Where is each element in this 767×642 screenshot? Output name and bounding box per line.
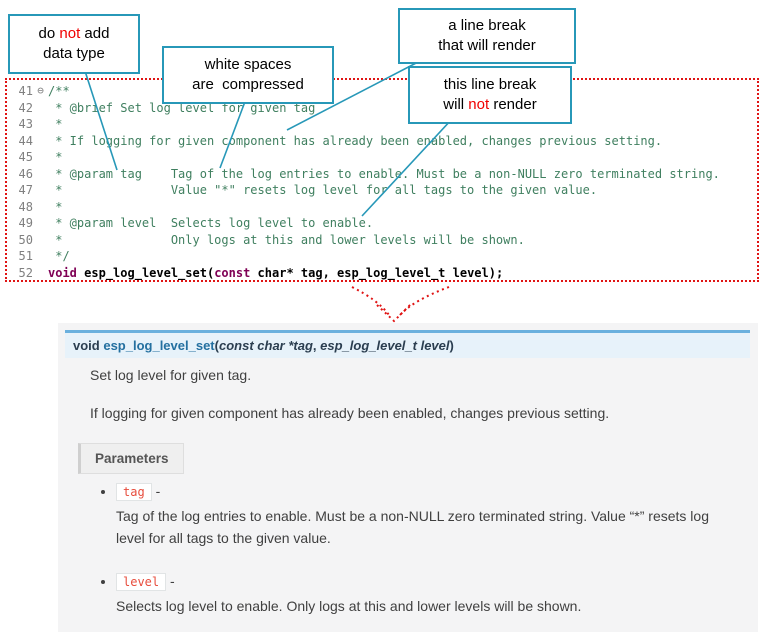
code-line: 42 * @brief Set log level for given tag bbox=[9, 100, 757, 117]
code-text: * bbox=[48, 150, 63, 164]
keyword-void: void bbox=[48, 265, 77, 280]
code-line: 47 * Value "*" resets log level for all … bbox=[9, 182, 757, 199]
line-number: 49 bbox=[18, 216, 33, 230]
callout-linebreak-renders: a line break that will render bbox=[398, 8, 576, 64]
param-name-line: tag - bbox=[116, 483, 756, 501]
callout-line: do not add bbox=[38, 24, 110, 42]
sig-const-keyword: const bbox=[218, 338, 254, 353]
code-line: 48 * bbox=[9, 199, 757, 216]
param-list: tag - Tag of the log entries to enable. … bbox=[80, 483, 756, 642]
line-number: 46 bbox=[18, 166, 33, 181]
code-line: 45 * bbox=[9, 149, 757, 166]
code-line: 41 ⊖ /** bbox=[9, 83, 757, 100]
brief-description: Set log level for given tag. bbox=[90, 367, 252, 383]
code-text: * Value "*" resets log level for all tag… bbox=[48, 183, 598, 197]
line-number: 47 bbox=[18, 183, 33, 197]
line-number: 51 bbox=[18, 249, 33, 263]
param-description: Selects log level to enable. Only logs a… bbox=[116, 598, 582, 615]
callout-whitespace-compressed: white spaces are compressed bbox=[162, 46, 334, 104]
callout-line: white spaces bbox=[204, 55, 292, 73]
line-number: 50 bbox=[18, 232, 33, 247]
line-number: 41 bbox=[18, 84, 33, 98]
fold-gutter bbox=[33, 232, 48, 249]
line-number: 42 bbox=[18, 100, 33, 115]
function-signature: void esp_log_level_set(const char *tag, … bbox=[65, 330, 750, 358]
code-line: 44 * If logging for given component has … bbox=[9, 133, 757, 150]
param-name-line: level - bbox=[116, 573, 756, 592]
code-text: * If logging for given component has alr… bbox=[48, 133, 663, 148]
param-item-level: level - Selects log level to enable. Onl… bbox=[116, 573, 756, 618]
param-description: Tag of the log entries to enable. Must b… bbox=[116, 508, 709, 546]
callout-linebreak-not-render: this line break will not render bbox=[408, 66, 572, 124]
sig-arg-type: esp_log_level_t bbox=[320, 338, 421, 353]
fold-gutter bbox=[33, 133, 48, 150]
code-text: * @param tag Tag of the log entries to e… bbox=[48, 166, 720, 181]
code-line: 49 * @param level Selects log level to e… bbox=[9, 215, 757, 232]
sig-arg-level: level bbox=[420, 338, 450, 353]
code-line: 43 * bbox=[9, 116, 757, 133]
function-name: esp_log_level_set bbox=[84, 265, 207, 280]
code-line: 50 * Only logs at this and lower levels … bbox=[9, 232, 757, 249]
code-text: * @param level Selects log level to enab… bbox=[48, 216, 374, 230]
line-number: 52 bbox=[18, 265, 33, 280]
callout-line: will not render bbox=[443, 96, 537, 113]
callout-line: data type bbox=[43, 45, 105, 62]
fold-gutter bbox=[33, 215, 48, 232]
fold-gutter bbox=[33, 166, 48, 183]
callout-no-datatype: do not add data type bbox=[8, 14, 140, 74]
param-dash: - bbox=[151, 483, 161, 499]
callout-line: this line break bbox=[443, 75, 537, 93]
transform-arrow bbox=[351, 286, 450, 323]
callout-line: are compressed bbox=[192, 76, 304, 93]
callout-line: a line break bbox=[448, 16, 526, 34]
param-name-code: tag bbox=[116, 483, 152, 501]
code-text: /** bbox=[48, 84, 70, 98]
fold-gutter bbox=[33, 100, 48, 117]
param-name-code: level bbox=[116, 573, 167, 592]
code-line: 46 * @param tag Tag of the log entries t… bbox=[9, 166, 757, 183]
code-text: void esp_log_level_set(const char* tag, … bbox=[48, 265, 504, 280]
code-text: * bbox=[48, 199, 63, 214]
line-number: 43 bbox=[18, 117, 33, 131]
parameters-label: Parameters bbox=[78, 443, 184, 474]
line-number: 45 bbox=[18, 150, 33, 164]
keyword-const: const bbox=[214, 265, 251, 280]
sig-return-type: void bbox=[73, 338, 104, 353]
fold-gutter bbox=[33, 199, 48, 216]
sig-function-name: esp_log_level_set bbox=[103, 338, 215, 353]
line-number: 48 bbox=[18, 199, 33, 214]
code-editor-panel[interactable]: 41 ⊖ /** 42 * @brief Set log level for giv… bbox=[5, 78, 759, 282]
rendered-docs-panel: void esp_log_level_set(const char *tag, … bbox=[58, 323, 758, 632]
fold-gutter bbox=[33, 248, 48, 265]
code-text: */ bbox=[48, 249, 70, 263]
detail-description: If logging for given component has alrea… bbox=[90, 405, 610, 421]
fold-collapse-icon[interactable]: ⊖ bbox=[37, 84, 44, 97]
code-line-function-declaration: 52 void esp_log_level_set(const char* tag… bbox=[9, 265, 757, 282]
fold-gutter bbox=[33, 182, 48, 199]
fold-gutter bbox=[33, 149, 48, 166]
sig-arg-tag: tag bbox=[293, 338, 313, 353]
fold-gutter bbox=[33, 116, 48, 133]
fold-gutter bbox=[33, 265, 48, 282]
callout-line: that will render bbox=[438, 37, 536, 54]
code-text: * Only logs at this and lower levels wil… bbox=[48, 232, 525, 247]
param-dash: - bbox=[166, 573, 175, 590]
line-number: 44 bbox=[18, 133, 33, 148]
param-item-tag: tag - Tag of the log entries to enable. … bbox=[116, 483, 756, 549]
code-text: * bbox=[48, 117, 63, 131]
code-line: 51 */ bbox=[9, 248, 757, 265]
